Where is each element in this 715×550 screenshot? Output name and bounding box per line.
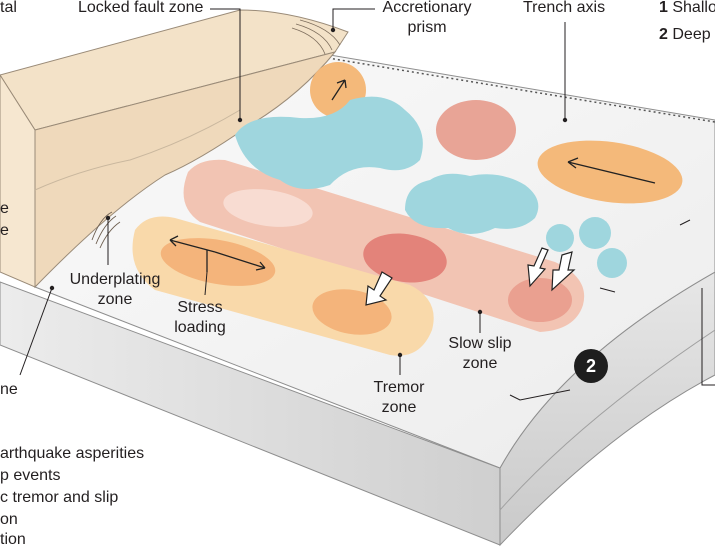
label-cut-top-left: tal — [0, 0, 17, 16]
zone-bracket-ticks — [509, 219, 691, 401]
slow-slip-red-patch-right — [508, 278, 572, 322]
label-stress-loading-line2: loading — [174, 319, 226, 336]
salmon-patch-top — [436, 100, 516, 160]
legend-item-1: 1 Shallo — [659, 0, 715, 18]
label-accretionary-prism: Accretionary prism — [380, 0, 474, 38]
slip-down-arrow-1 — [365, 271, 393, 306]
leader-lines — [19, 8, 715, 386]
orange-patch-arrow — [567, 157, 656, 184]
legend-bottom-item-2: p events — [0, 467, 61, 484]
small-blue-dot-3 — [546, 224, 574, 252]
trench-axis-line — [327, 57, 715, 123]
legend-item-2: 2 Deep — [659, 25, 711, 45]
label-tremor-zone-line2: zone — [381, 399, 417, 416]
legend-item-1-text: Shallo — [672, 0, 715, 16]
accretionary-prism-stripes — [291, 19, 341, 55]
middle-blue-patch — [405, 173, 539, 234]
legend-item-2-text: Deep — [672, 26, 711, 43]
label-tremor-zone: Tremor zone — [366, 378, 432, 418]
label-accretionary-prism-line1: Accretionary — [382, 0, 472, 16]
legend-bottom-item-4: on — [0, 511, 18, 528]
crust-front-face — [0, 74, 36, 288]
tremor-orange-patch-left — [160, 238, 276, 286]
shallow-patch-arrow — [331, 79, 347, 101]
label-underplating-zone: Underplating zone — [63, 270, 167, 310]
label-cut-left-1: e — [0, 200, 9, 217]
legend-item-1-number: 1 — [659, 0, 668, 16]
leader-dots — [49, 27, 568, 358]
large-blue-patch — [235, 96, 423, 189]
crust-inner-line — [34, 109, 241, 191]
underplating-squiggles — [91, 211, 121, 249]
small-blue-dot-1 — [579, 217, 611, 249]
label-underplating-zone-line1: Underplating — [69, 271, 161, 288]
stress-loading-arrow-right — [214, 251, 266, 271]
leader-accretionary-prism — [332, 8, 375, 30]
label-slow-slip-zone-line1: Slow slip — [448, 335, 512, 352]
up-down-arrow-pair — [527, 247, 576, 292]
leader-locked-fault-zone — [210, 8, 241, 120]
label-tremor-zone-line1: Tremor — [373, 379, 425, 396]
legend-item-2-number: 2 — [659, 26, 668, 43]
legend-bottom-item-3: c tremor and slip — [0, 489, 119, 506]
leader-stress-loading — [204, 271, 208, 296]
label-underplating-zone-line2: zone — [97, 291, 133, 308]
label-slow-slip-zone-line2: zone — [462, 355, 498, 372]
zone-number-badge: 2 — [574, 349, 608, 383]
label-trench-axis: Trench axis — [523, 0, 606, 16]
pale-slow-slip-patch — [223, 189, 313, 227]
legend-bottom-item-5: tion — [0, 531, 26, 548]
label-cut-left-bottom: ne — [0, 381, 18, 398]
label-stress-loading: Stress loading — [168, 298, 232, 338]
label-slow-slip-zone: Slow slip zone — [440, 334, 520, 374]
dark-red-patch — [363, 233, 447, 283]
slab-inner-curve — [499, 329, 715, 511]
leader-right-cut — [701, 288, 715, 386]
slip-arrows — [169, 79, 656, 272]
stress-loading-arrow-left — [169, 235, 201, 249]
label-locked-fault-zone: Locked fault zone — [78, 0, 204, 16]
legend-bottom-item-1: arthquake asperities — [0, 445, 145, 462]
crust-side-face — [34, 51, 337, 289]
leader-left-cut — [19, 287, 53, 376]
label-stress-loading-line1: Stress — [177, 299, 223, 316]
label-cut-left-2: e — [0, 222, 9, 239]
crust-top-surface — [0, 9, 349, 131]
small-blue-dot-2 — [597, 248, 627, 278]
label-accretionary-prism-line2: prism — [407, 19, 447, 36]
